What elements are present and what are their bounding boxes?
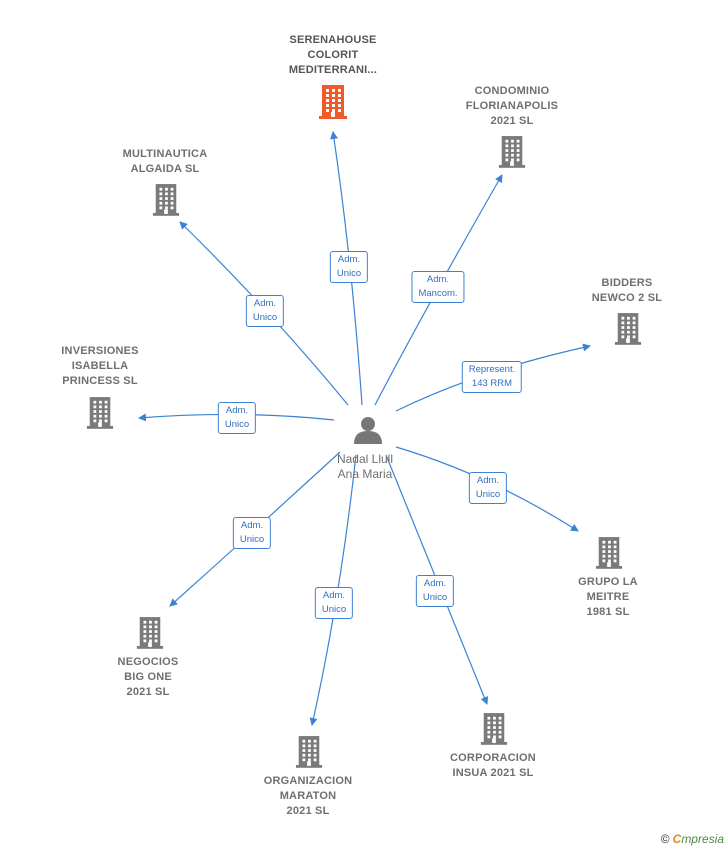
brand-footer[interactable]: ©Cmpresia xyxy=(661,832,724,846)
person-name-label[interactable]: Nadal Llull Ana Maria xyxy=(336,452,394,481)
brand-name: mpresia xyxy=(681,832,724,846)
relation-label-multinautica: Adm. Unico xyxy=(245,295,285,327)
relation-label-corporacion: Adm. Unico xyxy=(415,575,455,607)
company-label-bidders[interactable]: BIDDERS NEWCO 2 SL xyxy=(591,277,663,304)
building-icon[interactable] xyxy=(480,711,508,750)
copyright-symbol: © xyxy=(660,832,670,846)
relation-label-inversiones: Adm. Unico xyxy=(217,402,257,434)
relation-label-serenahouse: Adm. Unico xyxy=(329,251,369,283)
person-icon[interactable] xyxy=(353,415,383,450)
building-icon[interactable] xyxy=(318,83,348,124)
building-icon[interactable] xyxy=(295,734,323,773)
company-label-negocios[interactable]: NEGOCIOS BIG ONE 2021 SL xyxy=(117,656,179,698)
company-label-inversiones[interactable]: INVERSIONES ISABELLA PRINCESS SL xyxy=(61,345,139,387)
brand-initial: C xyxy=(672,832,682,846)
relation-label-grupo: Adm. Unico xyxy=(468,472,508,504)
building-icon[interactable] xyxy=(595,535,623,574)
company-label-organizacion[interactable]: ORGANIZACION MARATON 2021 SL xyxy=(263,775,353,817)
company-label-multinautica[interactable]: MULTINAUTICA ALGAIDA SL xyxy=(122,148,208,175)
building-icon[interactable] xyxy=(152,182,180,221)
relation-label-condominio: Adm. Mancom. xyxy=(411,271,465,303)
relation-label-bidders: Represent. 143 RRM xyxy=(461,361,523,393)
building-icon[interactable] xyxy=(614,311,642,350)
relation-label-negocios: Adm. Unico xyxy=(232,517,272,549)
relation-label-organizacion: Adm. Unico xyxy=(314,587,354,619)
company-label-serenahouse[interactable]: SERENAHOUSE COLORIT MEDITERRANI... xyxy=(288,34,378,76)
company-label-corporacion[interactable]: CORPORACION INSUA 2021 SL xyxy=(450,752,536,779)
company-label-grupo[interactable]: GRUPO LA MEITRE 1981 SL xyxy=(578,576,638,618)
company-label-condominio[interactable]: CONDOMINIO FLORIANAPOLIS 2021 SL xyxy=(465,85,559,127)
building-icon[interactable] xyxy=(136,615,164,654)
building-icon[interactable] xyxy=(86,395,114,434)
building-icon[interactable] xyxy=(498,134,526,173)
